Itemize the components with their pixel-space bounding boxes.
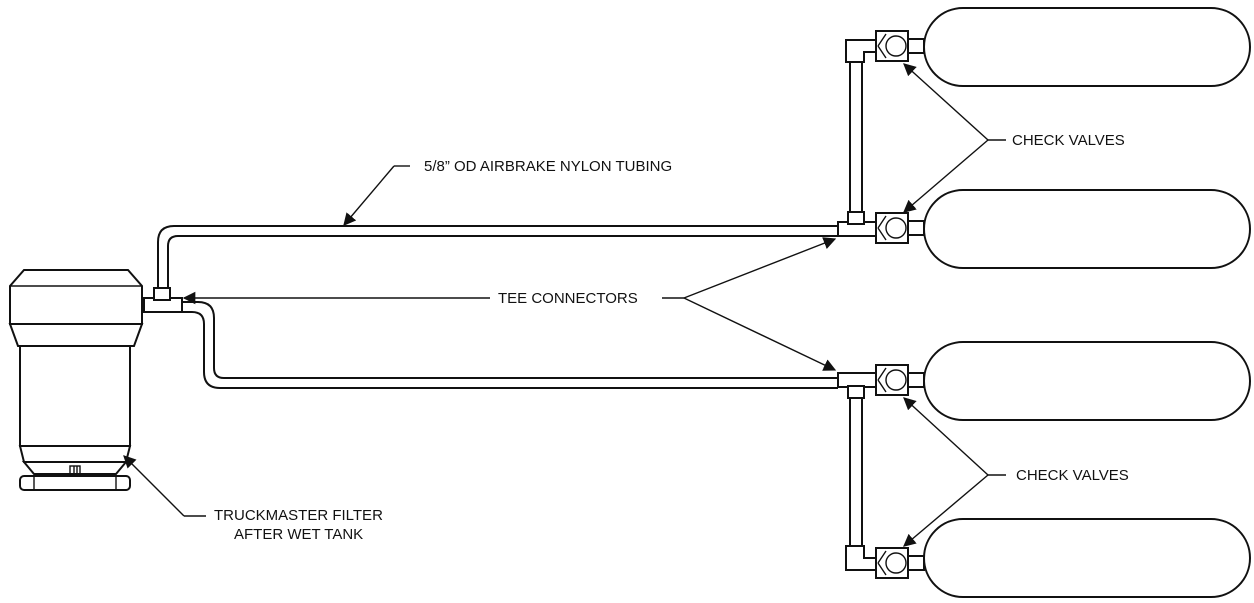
- truckmaster-filter: [8, 269, 144, 491]
- upper-tubing-run: [157, 225, 838, 294]
- lower-riser-tube: [849, 398, 863, 546]
- tubing-label: 5/8” OD AIRBRAKE NYLON TUBING: [424, 158, 672, 175]
- lower-elbow: [845, 545, 877, 571]
- filter-label-line1: TRUCKMASTER FILTER: [214, 507, 383, 524]
- air-tank-3: [923, 341, 1251, 421]
- air-tank-2: [923, 189, 1251, 269]
- check-valve-2: [875, 212, 925, 244]
- air-tank-1: [923, 7, 1251, 87]
- upper-tee-connector: [837, 211, 877, 237]
- check-valves-lower-label: CHECK VALVES: [1016, 467, 1129, 484]
- filter-leader: [123, 455, 206, 517]
- lower-tubing-run: [182, 301, 838, 389]
- tee-connectors-leader: [182, 237, 837, 371]
- check-valve-3: [875, 364, 925, 396]
- check-valves-lower-leader: [903, 397, 1006, 547]
- upper-riser-tube: [849, 62, 863, 212]
- tubing-leader: [343, 165, 410, 226]
- air-tank-4: [923, 518, 1251, 598]
- filter-tee-connector: [143, 287, 183, 313]
- check-valve-4: [875, 547, 925, 579]
- tee-connectors-label: TEE CONNECTORS: [498, 290, 638, 307]
- lower-tee-connector: [837, 372, 877, 399]
- filter-label-line2: AFTER WET TANK: [234, 526, 363, 543]
- check-valves-upper-leader: [903, 63, 1006, 213]
- upper-elbow: [845, 39, 877, 63]
- check-valve-1: [875, 30, 925, 62]
- check-valves-upper-label: CHECK VALVES: [1012, 132, 1125, 149]
